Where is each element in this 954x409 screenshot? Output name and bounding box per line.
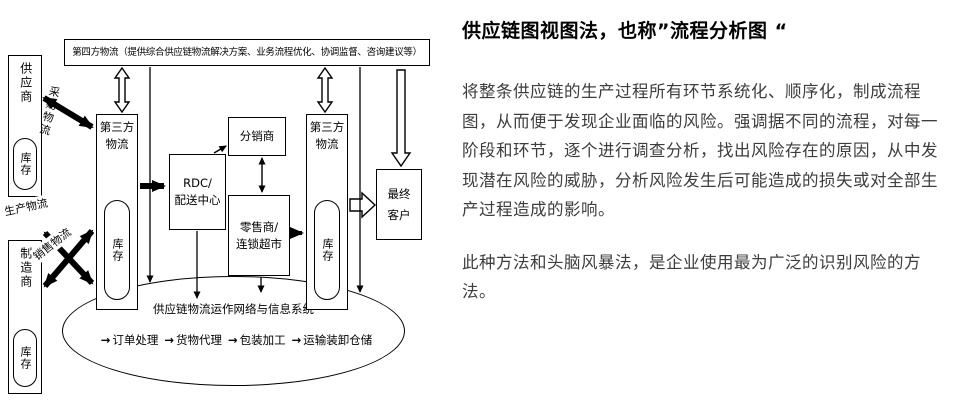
manufacturer-box: 制造商 库存 bbox=[8, 240, 42, 394]
manufacturer-label: 制造商 bbox=[18, 247, 33, 289]
flow-step: 运输装卸仓储 bbox=[303, 333, 373, 347]
manufacturer-inventory-label: 库存 bbox=[18, 346, 32, 370]
diagram-connectors bbox=[42, 66, 412, 299]
supplier-label: 供应商 bbox=[18, 62, 33, 104]
fourth-party-logistics-box: 第四方物流（提供综合供应链物流解决方案、业务流程优化、协调监督、咨询建议等） bbox=[64, 39, 430, 66]
paragraph-2: 此种方法和头脑风暴法，是企业使用最为广泛的识别风险的方法。 bbox=[462, 252, 921, 302]
final-customer-box: 最终 客户 bbox=[376, 169, 422, 240]
arrow-tpl-final-customer bbox=[349, 191, 377, 219]
supplier-inventory-label: 库存 bbox=[18, 152, 32, 176]
flow-step: 货物代理 bbox=[176, 333, 222, 347]
manufacturer-inventory-box: 库存 bbox=[13, 329, 37, 387]
flow-arrow-icon: → bbox=[164, 333, 174, 347]
supplier-inventory-box: 库存 bbox=[13, 138, 37, 190]
supplier-box: 供应商 库存 bbox=[8, 55, 42, 197]
flow-arrow-icon: → bbox=[228, 333, 238, 347]
distributor-box: 分销商 bbox=[228, 117, 286, 156]
flow-arrow-icon: → bbox=[291, 333, 302, 347]
third-party-logistics-left-label: 第三方 物流 bbox=[99, 120, 135, 151]
panel-title: 供应链图视图法，也称”流程分析图 “ bbox=[462, 20, 788, 42]
third-party-logistics-right-box: 第三方 物流 库存 bbox=[306, 114, 348, 310]
arrow-supplier-tpl bbox=[42, 95, 94, 130]
flow-arrow-icon: → bbox=[100, 333, 111, 347]
supply-chain-diagram: 第四方物流（提供综合供应链物流解决方案、业务流程优化、协调监督、咨询建议等） 供… bbox=[0, 0, 455, 409]
flow-step: 包装加工 bbox=[239, 333, 286, 347]
tpl-right-inventory-box: 库存 bbox=[314, 200, 340, 300]
arrow-4pl-tpl-left bbox=[113, 66, 131, 114]
ellipse-flow: →订单处理→货物代理→包装加工→运输装卸仓储 bbox=[63, 332, 404, 348]
tpl-left-inventory-label: 库存 bbox=[110, 238, 124, 262]
logistics-network-ellipse: 供应链物流运作网络与信息系统 →订单处理→货物代理→包装加工→运输装卸仓储 bbox=[62, 276, 405, 386]
tpl-left-inventory-box: 库存 bbox=[104, 200, 130, 300]
description-panel: 供应链图视图法，也称”流程分析图 “ 将整条供应链的生产过程所有环节系统化、顺序… bbox=[462, 16, 950, 330]
arrow-rdc-distributor bbox=[213, 145, 227, 154]
ellipse-title: 供应链物流运作网络与信息系统 bbox=[153, 302, 314, 316]
third-party-logistics-left-box: 第三方 物流 库存 bbox=[96, 114, 138, 310]
tpl-right-inventory-label: 库存 bbox=[320, 238, 334, 262]
rdc-box: RDC/ 配送中心 bbox=[169, 154, 226, 230]
third-party-logistics-right-label: 第三方 物流 bbox=[309, 120, 345, 151]
arrow-4pl-final-customer bbox=[390, 69, 412, 168]
retailer-box: 零售商/ 连锁超市 bbox=[228, 195, 290, 276]
paragraph-1: 将整条供应链的生产过程所有环节系统化、顺序化，制成流程图，从而便于发现企业面临的… bbox=[462, 82, 938, 219]
arrow-4pl-tpl-right bbox=[316, 66, 334, 114]
flow-step: 订单处理 bbox=[112, 333, 159, 347]
